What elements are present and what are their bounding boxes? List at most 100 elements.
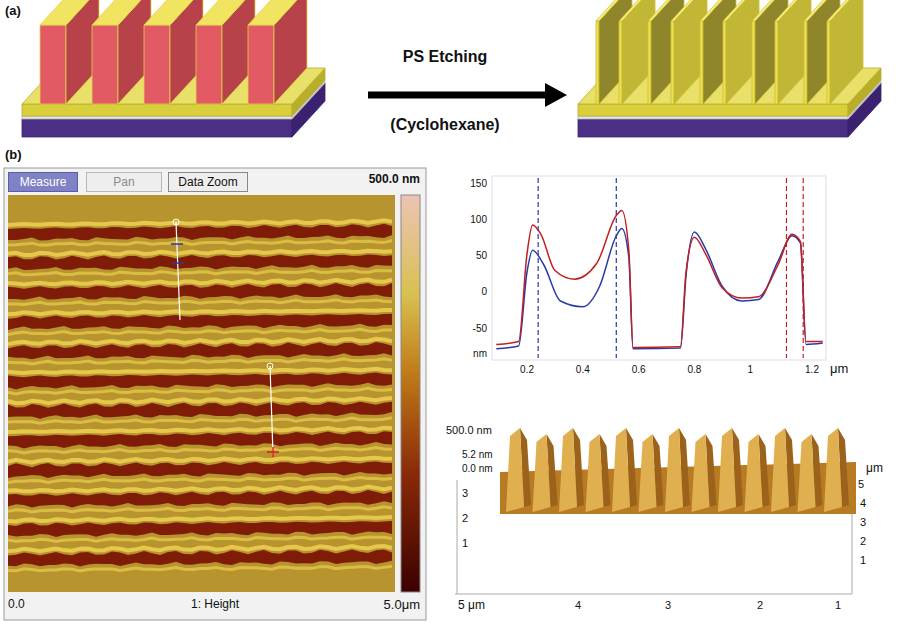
axis-label: 2 <box>757 599 763 612</box>
image-annotation: 0.0 <box>8 598 25 612</box>
axis-label: 500.0 nm <box>446 424 492 437</box>
axis-line <box>457 480 458 594</box>
ps-line <box>196 0 255 25</box>
trench-stripe <box>8 314 392 330</box>
axis-label: 50 <box>476 250 487 262</box>
shell-wall <box>596 21 599 104</box>
axis-label: 1 <box>860 554 866 567</box>
axis-label: 4 <box>575 599 581 612</box>
ridge-face <box>612 428 630 512</box>
cursor-mark <box>272 447 274 457</box>
shell-wall <box>723 21 726 104</box>
shell-wall <box>827 21 830 104</box>
ridge-highlight <box>8 418 392 423</box>
trench-stripe <box>8 521 392 537</box>
yellow-layer <box>578 104 848 116</box>
ridge-face <box>559 428 577 512</box>
section-end <box>173 219 179 225</box>
toolbar-button: Data Zoom <box>168 172 248 192</box>
axis-label: 2 <box>462 512 468 525</box>
cursor-mark <box>171 243 183 245</box>
axis-label: -50 <box>473 323 487 335</box>
ridge-face <box>798 434 816 512</box>
ridge-face <box>506 428 524 512</box>
ridge-highlight <box>8 388 392 394</box>
afm-3d-view <box>455 428 856 594</box>
image-annotation: 500.0 nm <box>369 173 420 187</box>
axis-label: 150 <box>470 178 487 190</box>
image-annotation: 1: Height <box>191 598 239 612</box>
shell-wall <box>723 0 759 21</box>
arrow-head <box>545 83 567 107</box>
cursor-mark <box>172 262 184 264</box>
ridge-face <box>824 428 842 512</box>
ridge-highlight <box>8 251 392 255</box>
afm-window <box>4 168 426 620</box>
ridge-highlight <box>8 240 392 245</box>
section-line <box>176 222 180 320</box>
trench-stripe <box>8 283 392 300</box>
trench-stripe <box>8 224 392 241</box>
ridge-highlight <box>8 339 392 344</box>
axis-label: 3 <box>462 487 468 500</box>
axis-label: 4 <box>860 497 866 510</box>
ps-line <box>144 0 203 25</box>
shell-wall <box>775 0 811 21</box>
ridge-highlight <box>8 369 392 373</box>
toolbar-button: Pan <box>86 172 162 192</box>
trench-stripe <box>8 490 392 508</box>
shell-wall <box>827 0 863 21</box>
afm-height-image <box>8 195 395 592</box>
ridge-highlight <box>8 458 392 463</box>
ridge-face <box>771 428 789 512</box>
axis-label: 5.2 nm <box>462 449 493 461</box>
ridge-highlight <box>8 507 392 512</box>
ridge-highlight <box>8 220 392 225</box>
ridge-face <box>665 428 683 512</box>
button-label: Measure <box>20 175 67 189</box>
ridge-face <box>745 434 763 512</box>
ridge-highlight <box>8 517 392 521</box>
ridge-face <box>639 434 657 512</box>
image-annotation: 5.0μm <box>384 598 420 613</box>
trench-stripe <box>8 462 392 478</box>
ridge-face <box>586 434 604 512</box>
axis-label: 1 <box>462 537 468 550</box>
cursor-line <box>616 178 617 358</box>
button-label: Data Zoom <box>178 175 237 189</box>
substrate <box>578 119 848 137</box>
shell-wall <box>700 21 703 104</box>
ridge-face <box>692 434 710 512</box>
profile-curve <box>496 210 822 347</box>
ps-line <box>248 0 307 25</box>
ridge-highlight <box>8 546 392 551</box>
axis-label: 0 <box>481 286 487 298</box>
ridge-highlight <box>8 310 392 314</box>
color-scale-bar <box>401 195 420 592</box>
ps-line <box>144 25 170 104</box>
ps-line <box>92 0 151 25</box>
axis-label: 0.6 <box>632 364 646 376</box>
shell-wall <box>671 21 674 104</box>
panel-caption: (Cyclohexane) <box>390 116 499 134</box>
shell-wall <box>804 21 807 104</box>
axis-label: 1 <box>835 599 841 612</box>
panel-caption: PS Etching <box>403 48 487 66</box>
toolbar-button: Measure <box>8 172 78 192</box>
ridge-highlight <box>8 428 392 432</box>
ridge-face <box>718 428 736 512</box>
ridge-highlight <box>8 359 392 364</box>
ridge-highlight <box>8 398 392 403</box>
trench-stripe <box>8 373 392 390</box>
section-line <box>270 366 273 455</box>
trench-stripe <box>8 549 392 566</box>
axis-label: 1 <box>747 364 753 376</box>
axis-label: 2 <box>860 535 866 548</box>
axis-label: 3 <box>860 516 866 529</box>
ps-line <box>248 25 274 104</box>
trench-stripe <box>8 342 392 359</box>
shell-wall <box>619 21 622 104</box>
